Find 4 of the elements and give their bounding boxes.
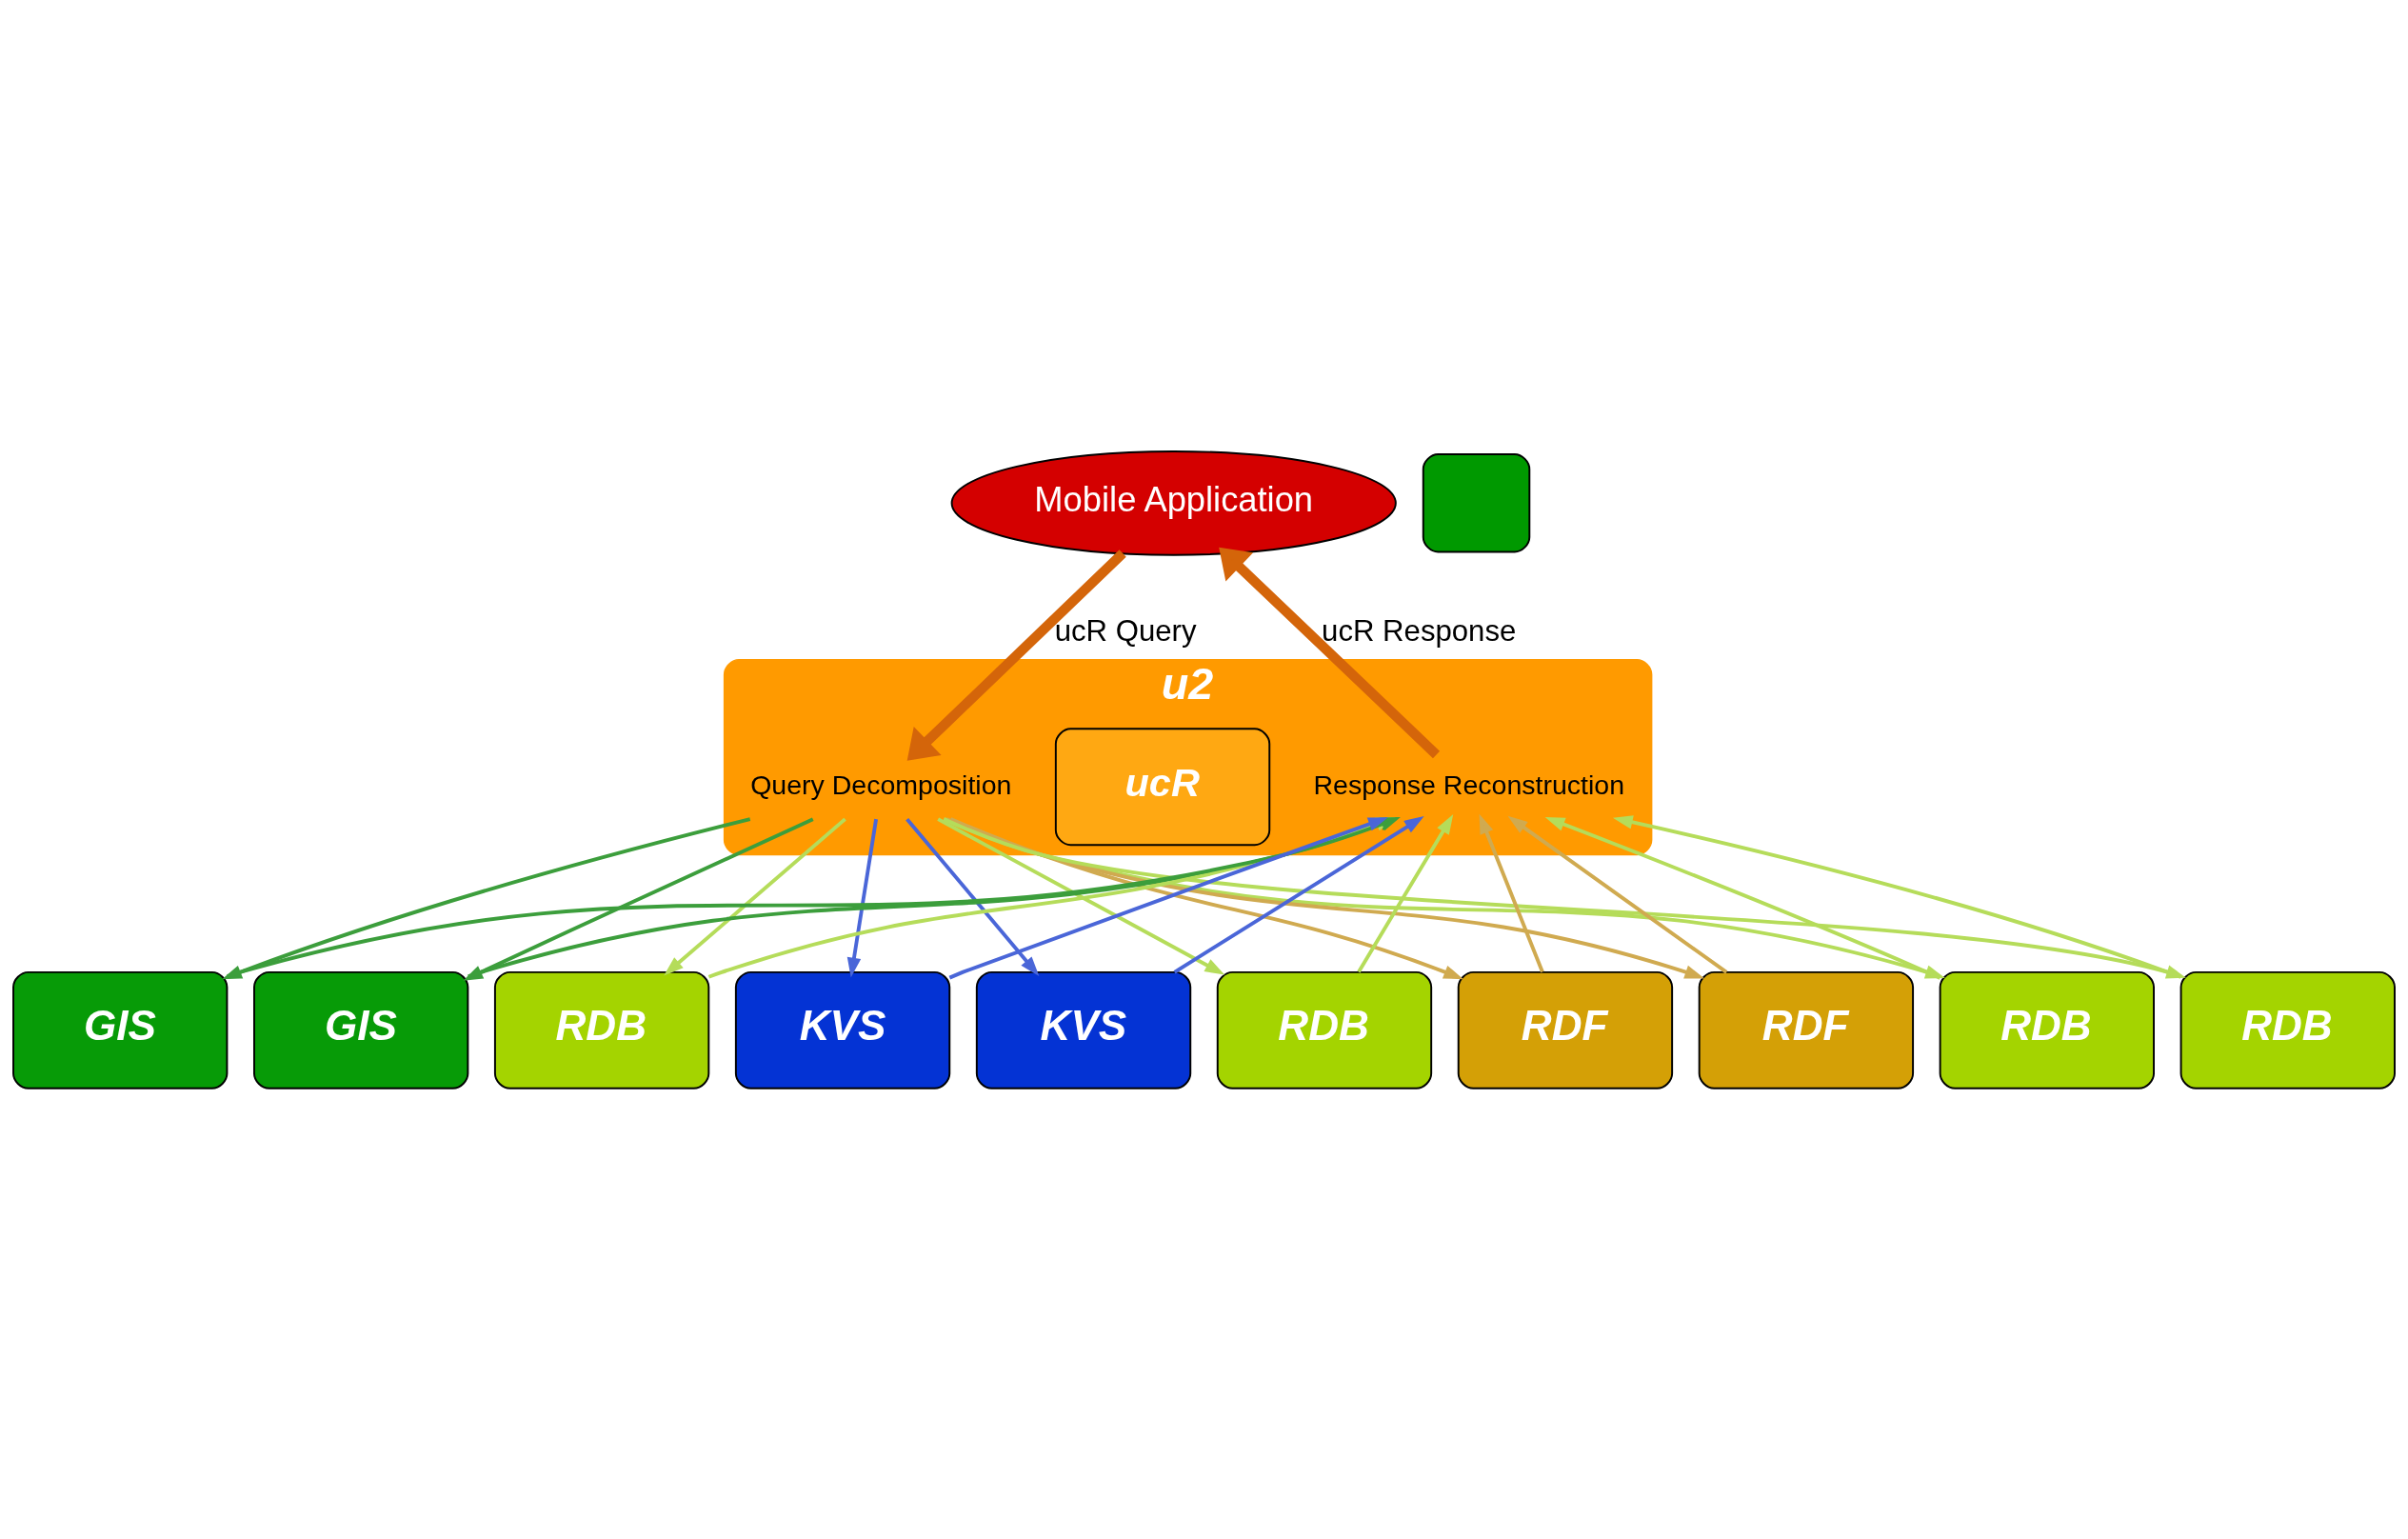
edge-label: ucR Query	[1054, 613, 1197, 648]
node-text: Query Decomposition	[750, 769, 1012, 800]
edge-label: ucR Response	[1322, 613, 1517, 648]
node-text: Response Reconstruction	[1313, 769, 1625, 800]
